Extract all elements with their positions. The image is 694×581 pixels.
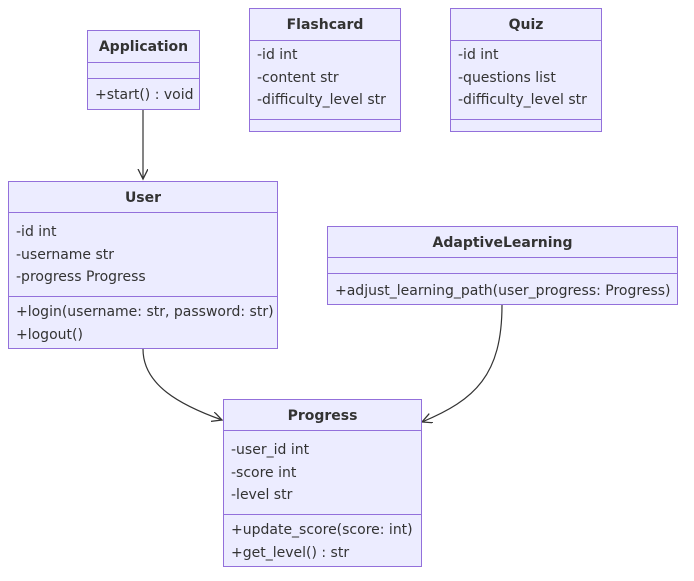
class-attributes: -user_id int -score int -level str — [224, 431, 421, 515]
class-method: +login(username: str, password: str) — [16, 304, 274, 320]
class-title: Application — [88, 31, 199, 63]
class-attribute: -level str — [231, 487, 293, 503]
class-attribute: -difficulty_level str — [257, 92, 386, 108]
class-attribute: -score int — [231, 464, 297, 481]
class-attributes: -id int -questions list -difficulty_leve… — [451, 41, 601, 120]
class-attributes — [328, 258, 677, 274]
class-title: Quiz — [451, 9, 601, 41]
class-attribute: -difficulty_level str — [458, 92, 587, 108]
class-methods: +login(username: str, password: str) +lo… — [9, 297, 277, 346]
class-user: User -id int -username str -progress Pro… — [8, 181, 278, 349]
class-attribute: -id int — [16, 224, 57, 240]
class-attributes: -id int -content str -difficulty_level s… — [250, 41, 400, 120]
class-method: +adjust_learning_path(user_progress: Pro… — [335, 283, 671, 299]
class-quiz: Quiz -id int -questions list -difficulty… — [450, 8, 602, 132]
class-method: +update_score(score: int) — [231, 522, 413, 538]
class-flashcard: Flashcard -id int -content str -difficul… — [249, 8, 401, 132]
class-methods: +start() : void — [88, 79, 199, 107]
class-attribute: -user_id int — [231, 442, 310, 458]
class-attributes: -id int -username str -progress Progress — [9, 213, 277, 297]
class-application: Application +start() : void — [87, 30, 200, 110]
class-attribute: -progress Progress — [16, 269, 146, 285]
class-attribute: -id int — [458, 47, 499, 63]
class-attributes — [88, 63, 199, 79]
class-attribute: -questions list — [458, 69, 556, 86]
class-methods: +adjust_learning_path(user_progress: Pro… — [328, 274, 677, 303]
class-title: User — [9, 182, 277, 213]
class-title: Progress — [224, 400, 421, 431]
class-progress: Progress -user_id int -score int -level … — [223, 399, 422, 567]
edge-user-to-progress — [142, 348, 222, 420]
class-attribute: -content str — [257, 69, 339, 86]
class-methods: +update_score(score: int) +get_level() :… — [224, 515, 421, 564]
class-method: +start() : void — [95, 87, 194, 103]
class-attribute: -id int — [257, 47, 298, 63]
class-adaptive-learning: AdaptiveLearning +adjust_learning_path(u… — [327, 226, 678, 305]
edge-adaptivelearning-to-progress — [422, 304, 503, 422]
class-method: +get_level() : str — [231, 544, 350, 561]
class-attribute: -username str — [16, 246, 115, 263]
class-title: Flashcard — [250, 9, 400, 41]
class-method: +logout() — [16, 326, 83, 343]
class-title: AdaptiveLearning — [328, 227, 677, 258]
